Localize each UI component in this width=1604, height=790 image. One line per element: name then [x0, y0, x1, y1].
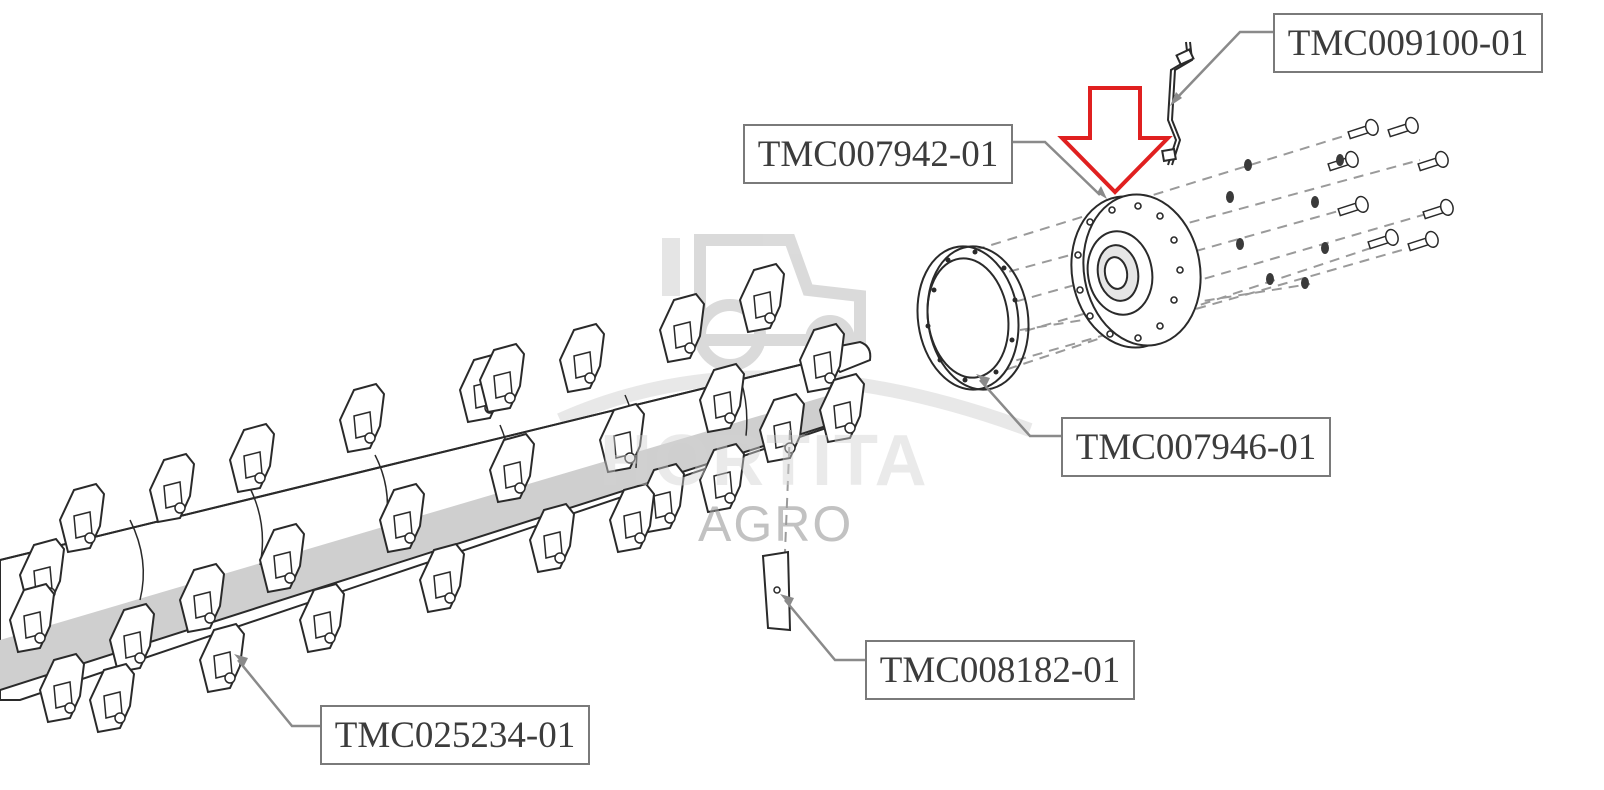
hammer-knife	[818, 372, 866, 444]
callout-grease-pipe: TMC009100-01	[1273, 13, 1543, 73]
hammer-knife	[258, 522, 306, 594]
bolts-and-nuts	[1226, 116, 1454, 289]
leader-lines	[237, 30, 1275, 728]
grease-pipe	[1161, 41, 1195, 166]
nut	[1244, 159, 1252, 171]
hammer-knife	[698, 362, 746, 434]
bolt	[1407, 230, 1439, 252]
leader-arrowheads	[234, 92, 1182, 666]
nut	[1301, 277, 1309, 289]
hammer-knife	[338, 382, 386, 454]
hammer-knife	[38, 652, 86, 724]
hammer-knife	[558, 322, 606, 394]
hammer-knife	[658, 292, 706, 364]
hammer-knife	[378, 482, 426, 554]
nut	[1321, 242, 1329, 254]
callout-bearing-hub: TMC007942-01	[743, 124, 1013, 184]
watermark-brand-bottom: AGRO	[698, 496, 854, 552]
bearing-hub	[1070, 193, 1202, 349]
callout-hammer-knife: TMC025234-01	[320, 705, 590, 765]
hammer-knife	[198, 622, 246, 694]
hammer-knife	[298, 582, 346, 654]
hammer-knife	[528, 502, 576, 574]
highlight-arrow	[1057, 86, 1173, 195]
nut	[1236, 238, 1244, 250]
hammer-knife	[418, 542, 466, 614]
callout-gasket-ring: TMC007946-01	[1061, 417, 1331, 477]
hammer-knife	[738, 262, 786, 334]
hammer-knife	[58, 482, 106, 554]
bolt	[1422, 198, 1454, 220]
hammer-knife	[758, 392, 806, 464]
hammer-knife	[178, 562, 226, 634]
bolt	[1367, 228, 1399, 250]
hammer-knife	[108, 602, 156, 674]
hammer-knife	[88, 662, 136, 734]
bolt	[1327, 150, 1359, 172]
bolt	[1387, 116, 1419, 138]
hammer-knife	[478, 342, 526, 414]
hammer-knife	[228, 422, 276, 494]
hammer-knife	[608, 482, 656, 554]
bolt	[1337, 195, 1369, 217]
hammer-knife	[8, 582, 56, 654]
hammer-knife	[598, 402, 646, 474]
callout-spacer-plate: TMC008182-01	[865, 640, 1135, 700]
hammer-knives	[8, 262, 866, 734]
bolt	[1347, 118, 1379, 140]
gasket-ring	[916, 245, 1030, 391]
watermark-brand-top: HORTITA	[600, 421, 929, 501]
hammer-knife	[488, 432, 536, 504]
hammer-knife	[698, 442, 746, 514]
nut	[1226, 191, 1234, 203]
hammer-knife	[148, 452, 196, 524]
nut	[1311, 196, 1319, 208]
nut	[1266, 273, 1274, 285]
nut	[1336, 154, 1344, 166]
bolt	[1417, 150, 1449, 172]
hammer-knife	[798, 322, 846, 394]
spacer-plate	[761, 550, 792, 632]
